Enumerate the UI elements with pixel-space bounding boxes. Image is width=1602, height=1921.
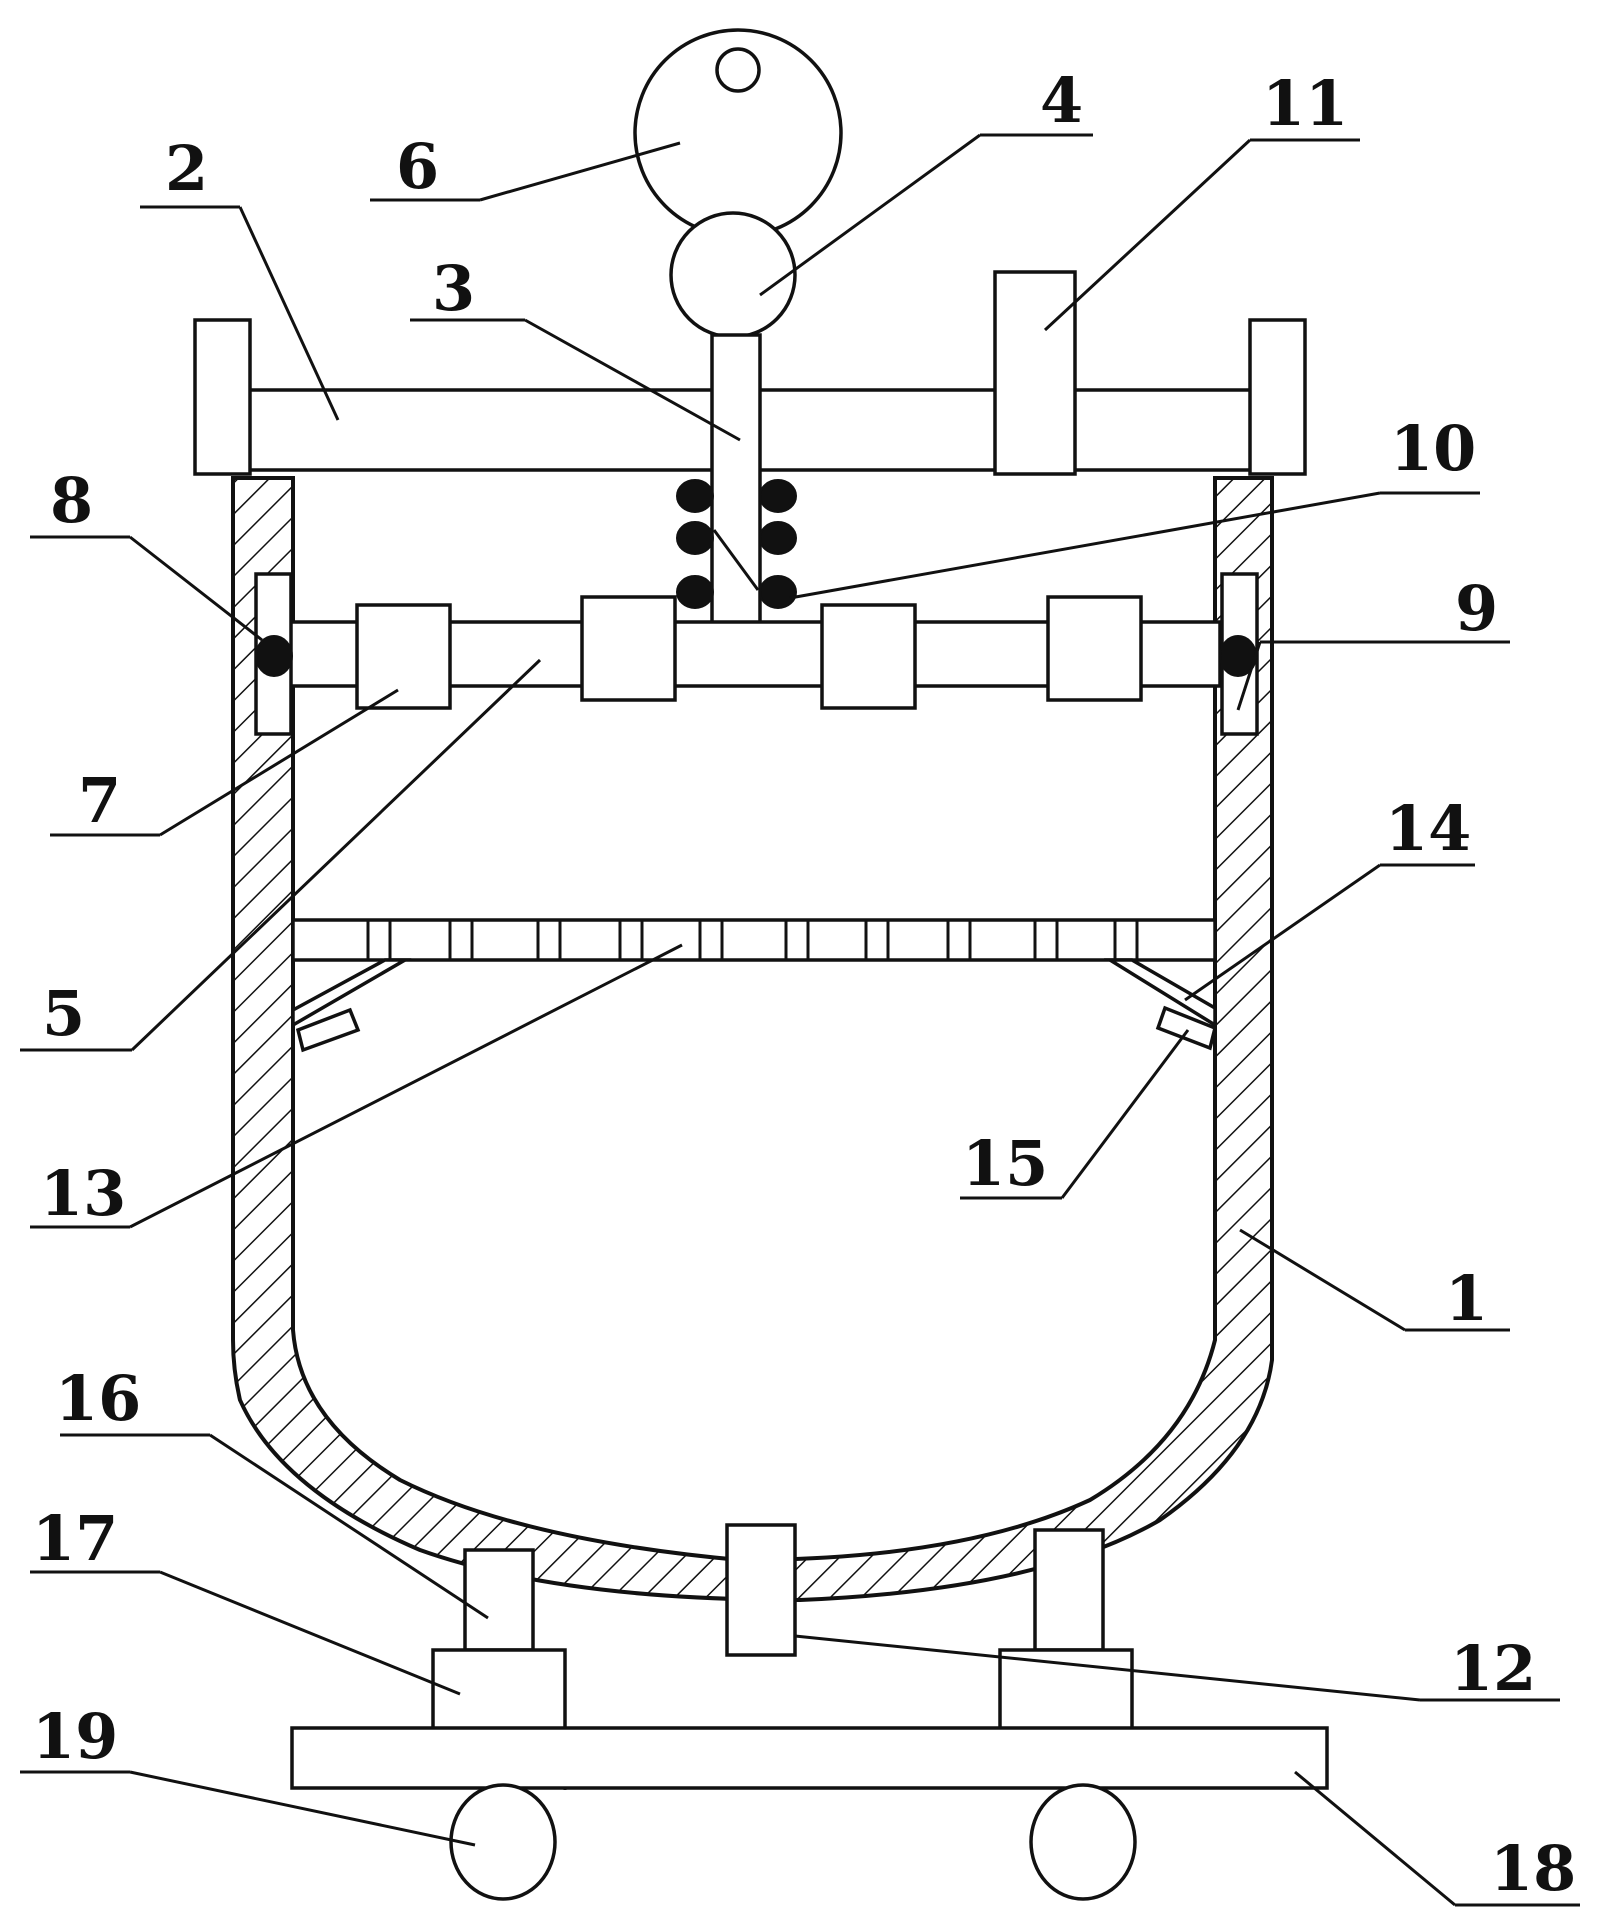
- bracket-left: [291, 958, 412, 1029]
- tank-wall: [231, 476, 1274, 1603]
- label-1: 1: [1445, 1262, 1488, 1335]
- leader-lines: [20, 133, 1580, 1907]
- label-18: 18: [1490, 1832, 1576, 1905]
- wheel-left: [449, 1783, 557, 1901]
- clamp-right: [1155, 1005, 1218, 1051]
- leg-right: [1033, 1528, 1105, 1652]
- stir-block-2: [580, 595, 677, 702]
- label-7: 7: [78, 764, 121, 837]
- shaft: [710, 333, 762, 627]
- clamp-left: [295, 1007, 361, 1053]
- stir-block-4: [1046, 595, 1143, 702]
- lid-post-left: [193, 318, 252, 476]
- motor-hub: [715, 47, 761, 93]
- roller-left: [255, 635, 293, 677]
- seal-beads: [676, 479, 797, 609]
- bottom-outlet: [725, 1523, 797, 1657]
- seat-right: [998, 1648, 1134, 1732]
- label-19: 19: [32, 1700, 118, 1773]
- label-4: 4: [1040, 64, 1083, 137]
- label-6: 6: [396, 130, 439, 203]
- label-14: 14: [1385, 792, 1471, 865]
- label-15: 15: [962, 1127, 1048, 1200]
- label-9: 9: [1455, 572, 1498, 645]
- stir-block-1: [355, 603, 452, 710]
- lid-post-right: [1248, 318, 1307, 476]
- seat-left: [431, 1648, 567, 1732]
- leg-left: [463, 1548, 535, 1652]
- stir-block-3: [820, 603, 917, 710]
- label-3: 3: [432, 252, 475, 325]
- bracket-right: [1103, 958, 1217, 1029]
- label-13: 13: [40, 1157, 126, 1230]
- label-17: 17: [32, 1502, 118, 1575]
- reducer: [669, 211, 797, 339]
- label-2: 2: [165, 132, 208, 205]
- screen-plate: [291, 918, 1217, 962]
- base-plate: [290, 1726, 1329, 1790]
- label-16: 16: [55, 1362, 141, 1435]
- label-12: 12: [1450, 1632, 1536, 1705]
- label-5: 5: [42, 977, 85, 1050]
- label-11: 11: [1262, 67, 1348, 140]
- label-8: 8: [50, 464, 93, 537]
- screen-holes: [366, 920, 1139, 960]
- feed-inlet: [993, 270, 1077, 476]
- label-10: 10: [1390, 412, 1476, 485]
- wheel-right: [1029, 1783, 1137, 1901]
